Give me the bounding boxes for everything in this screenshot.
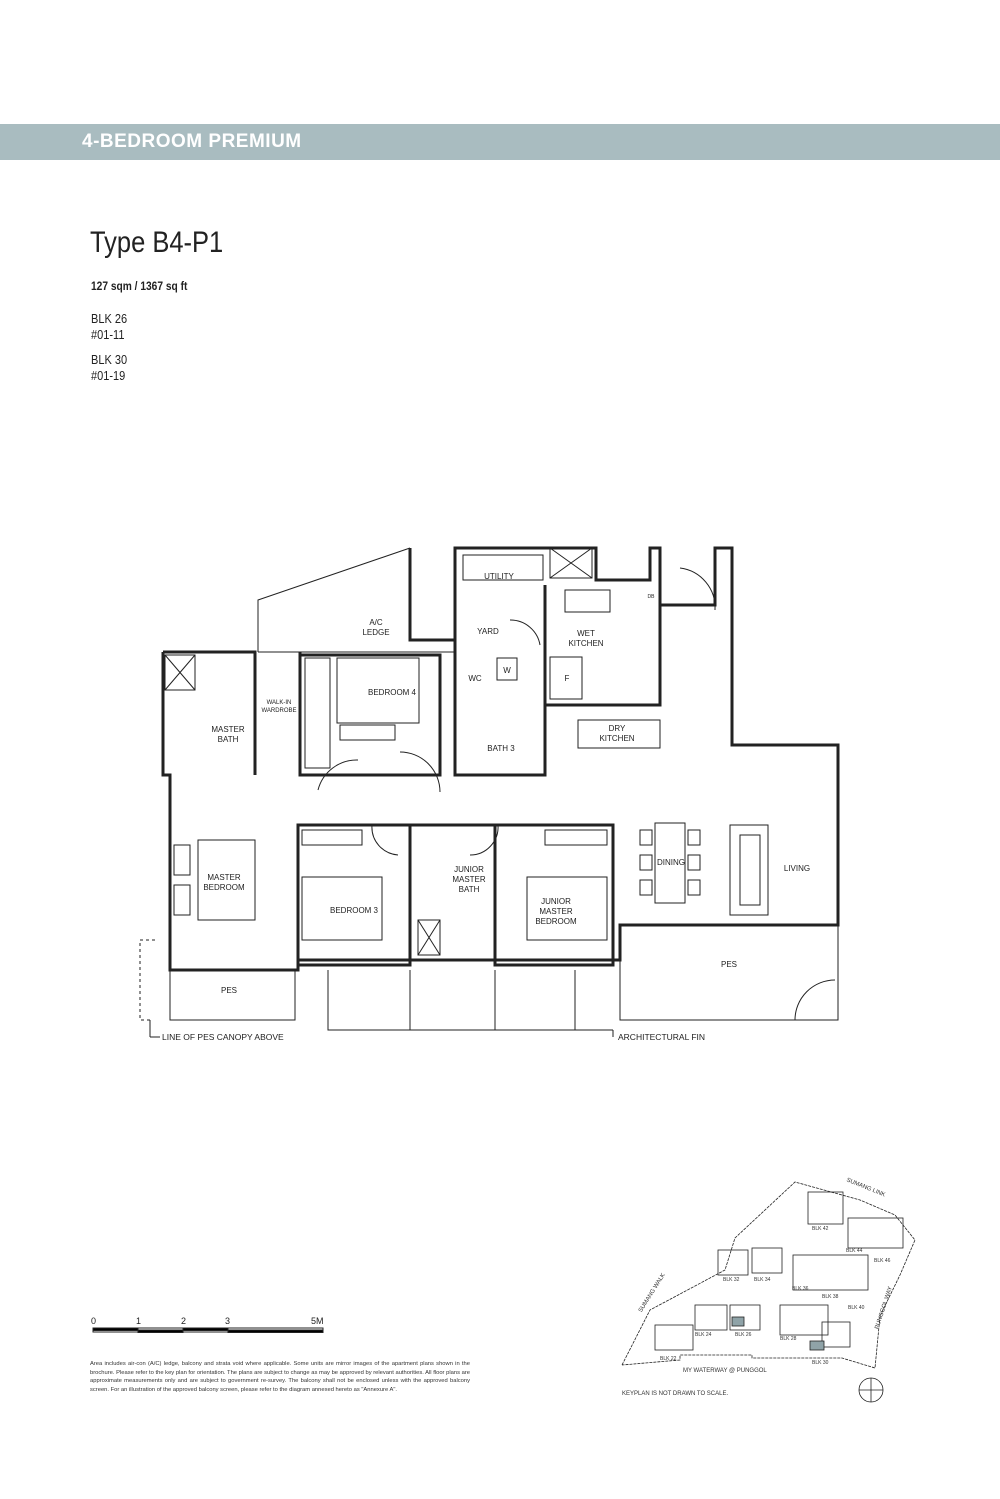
scale-label: 3 (225, 1316, 231, 1326)
room-label: F (564, 674, 570, 683)
room-label: WALK-IN WARDROBE (261, 700, 297, 714)
room-label: BEDROOM 3 (329, 906, 379, 915)
block-label: BLK 28 (780, 1336, 797, 1342)
block-label: BLK 30 (812, 1360, 829, 1366)
block-label: BLK 44 (846, 1248, 863, 1254)
room-label: DINING (657, 858, 685, 867)
block-label: BLK 22 (660, 1356, 677, 1362)
unit-area: 127 sqm / 1367 sq ft (91, 279, 188, 293)
keyplan-note: KEYPLAN IS NOT DRAWN TO SCALE. (622, 1391, 729, 1397)
room-label: A/C LEDGE (362, 618, 390, 637)
scale-label: 2 (181, 1316, 187, 1326)
category-title: 4-BEDROOM PREMIUM (82, 131, 302, 152)
category-banner: 4-BEDROOM PREMIUM (0, 124, 1000, 160)
room-label: MASTER BEDROOM (203, 873, 245, 892)
block-label: BLK 34 (754, 1277, 771, 1283)
block-label: BLK 46 (874, 1258, 891, 1264)
disclaimer: Area includes air-con (A/C) ledge, balco… (90, 1361, 470, 1393)
block-label: BLK 32 (723, 1277, 740, 1283)
ac-ledge-outline (257, 547, 411, 652)
block-label: BLK 38 (822, 1294, 839, 1300)
unit-type-title: Type B4-P1 (90, 226, 224, 259)
room-label: BEDROOM 4 (367, 688, 417, 697)
keyplan-blocks (654, 1191, 904, 1351)
room-label: DB (647, 594, 655, 600)
block-label: BLK 26 (735, 1332, 752, 1338)
room-label: JUNIOR MASTER BATH (452, 865, 486, 894)
unit-number: #01-11 (91, 328, 125, 342)
unit-block: BLK 26 (91, 312, 128, 326)
unit-block: BLK 30 (91, 353, 128, 367)
keyplan-highlight-blk26 (731, 1316, 745, 1327)
block-label: BLK 42 (812, 1226, 829, 1232)
pes-canopy-note: LINE OF PES CANOPY ABOVE (162, 1032, 284, 1042)
room-label: YARD (477, 627, 499, 636)
scale-bar (92, 1327, 324, 1333)
room-label: BATH 3 (487, 744, 515, 753)
room-label: MASTER BATH (211, 725, 245, 744)
scale-label: 5M (311, 1316, 324, 1326)
unit-number: #01-19 (91, 369, 126, 383)
room-label: PES (720, 960, 738, 969)
pes-left (169, 969, 296, 1021)
room-label: W (503, 666, 511, 675)
architectural-fin-note: ARCHITECTURAL FIN (618, 1032, 706, 1042)
block-label: BLK 24 (695, 1332, 712, 1338)
room-label: LIVING (783, 864, 811, 873)
room-label: DRY KITCHEN (599, 724, 635, 743)
room-label: JUNIOR MASTER BEDROOM (535, 897, 577, 926)
keyplan-highlight-blk30 (809, 1340, 825, 1351)
architectural-fin (327, 970, 613, 1031)
keyplan-map (621, 1181, 916, 1403)
pes-right (619, 925, 839, 1021)
outer-walls (161, 546, 840, 972)
block-label: BLK 40 (848, 1305, 865, 1311)
room-label: WC (468, 674, 482, 683)
room-label: UTILITY (484, 572, 514, 581)
block-label: BLK 36 (792, 1286, 809, 1292)
scale-label: 1 (136, 1316, 142, 1326)
room-label: PES (220, 986, 238, 995)
room-label: WET KITCHEN (568, 629, 604, 648)
scale-label: 0 (91, 1316, 97, 1326)
road-label: MY WATERWAY @ PUNGGOL (683, 1368, 767, 1374)
